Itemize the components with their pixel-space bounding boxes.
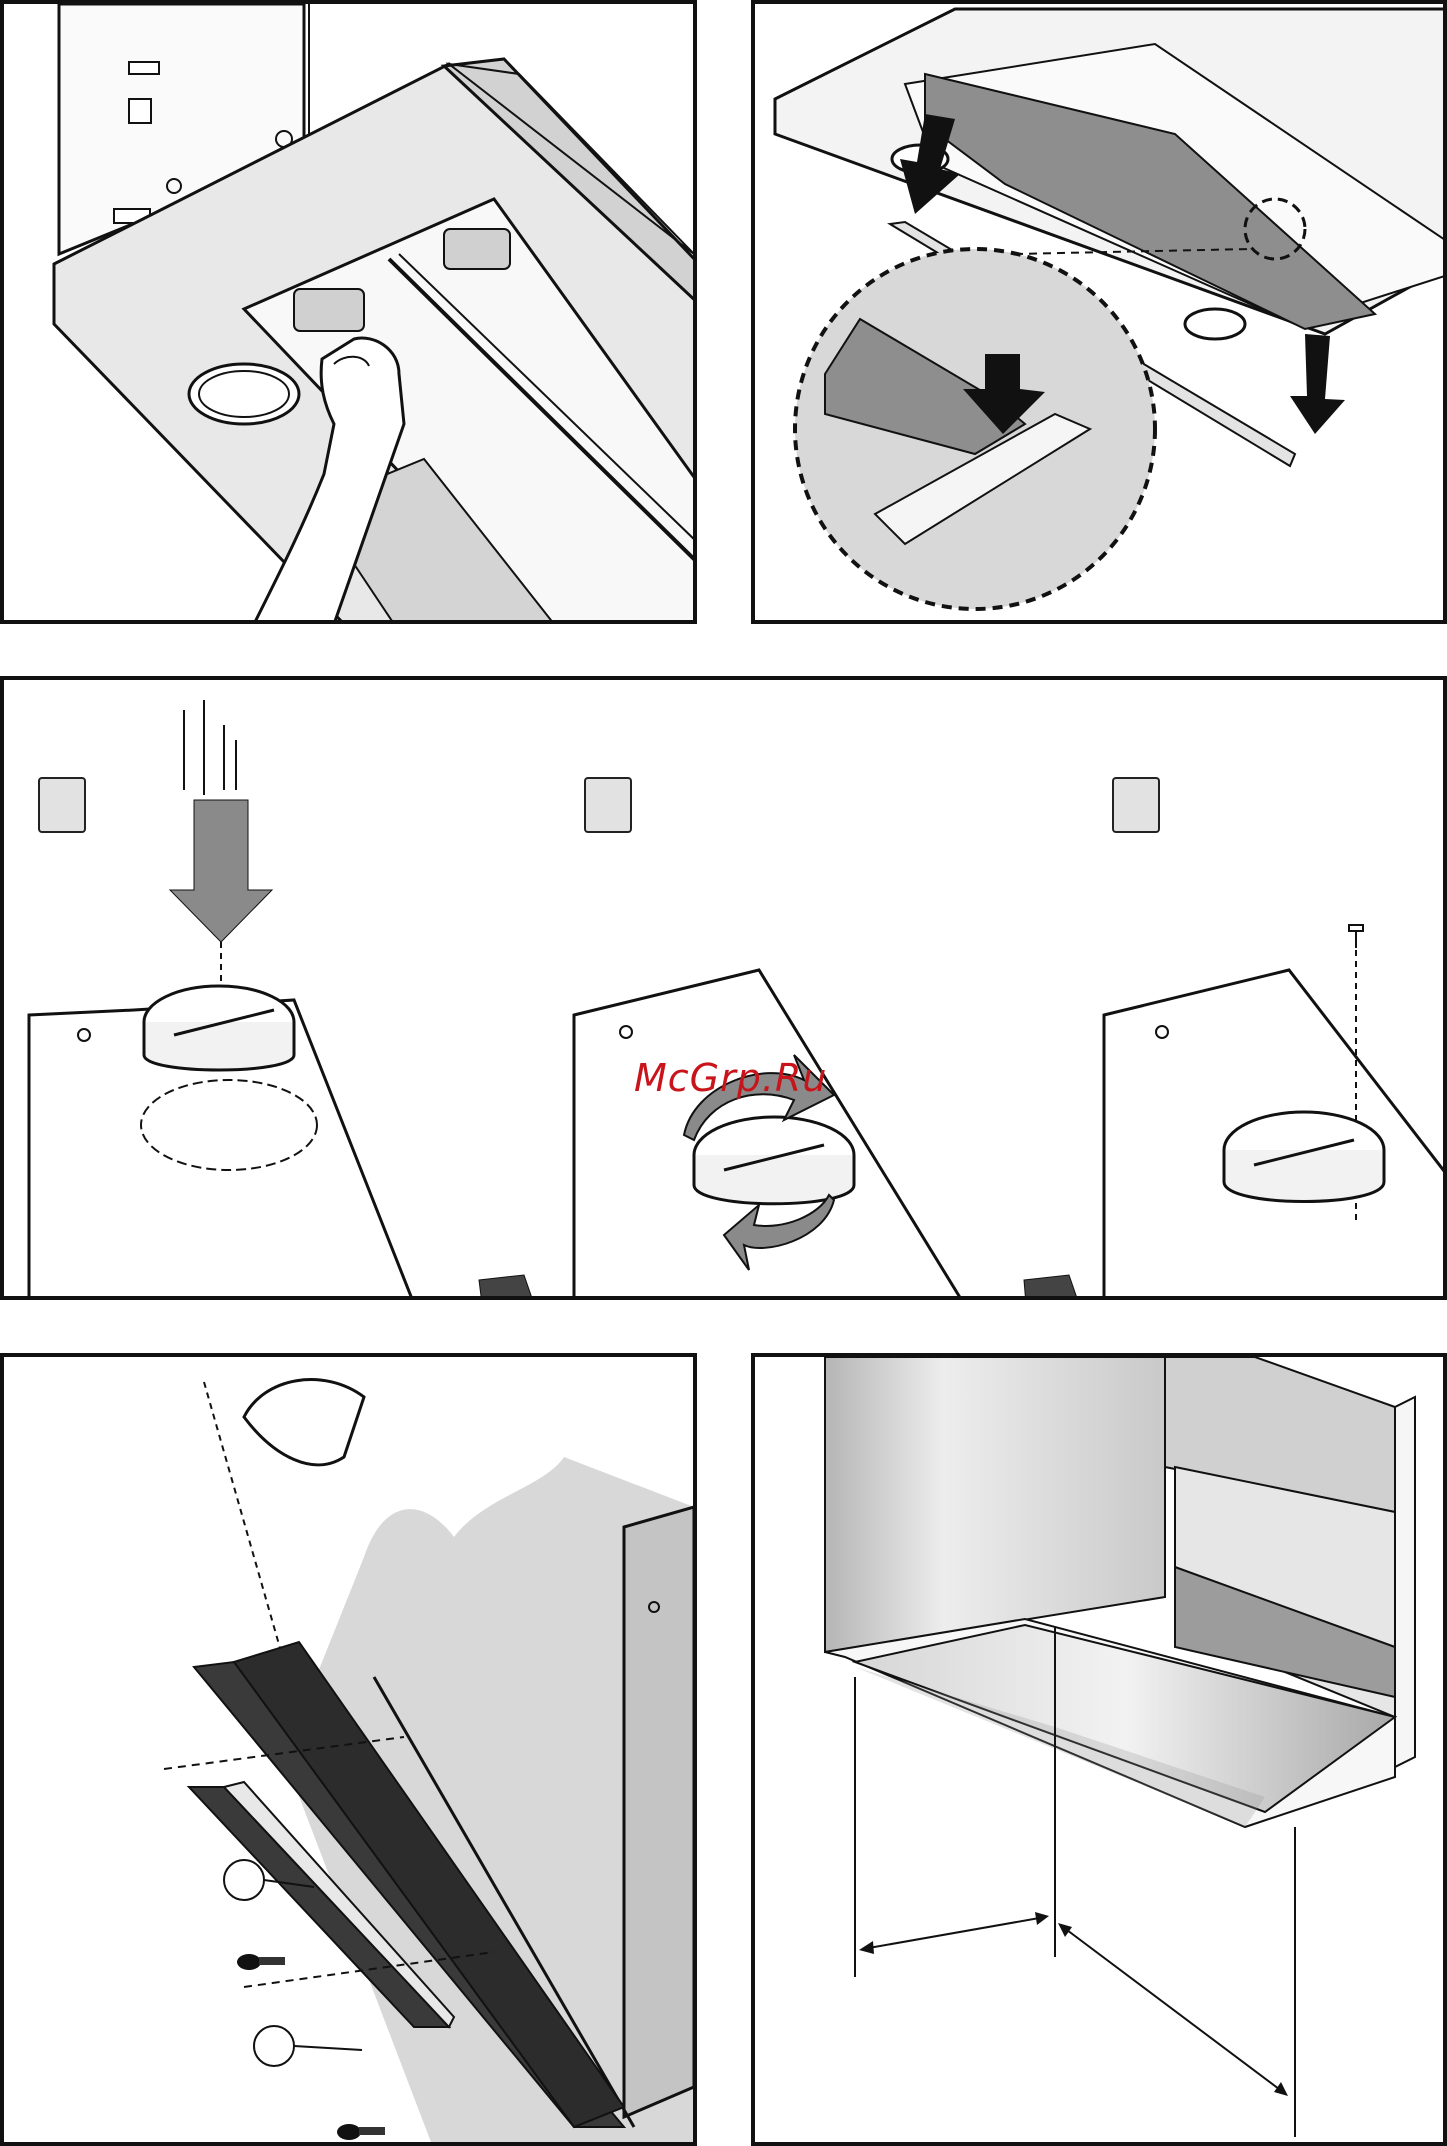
grille-illustration <box>4 1357 697 2146</box>
wall-cabinet <box>825 1357 1415 1827</box>
callout-circle-2 <box>254 2026 294 2066</box>
hood-underside-illustration <box>4 4 697 624</box>
filter-clip <box>294 289 364 331</box>
panel-collar-install: McGrp.Ru <box>0 676 1447 1300</box>
watermark: McGrp.Ru <box>634 1056 827 1100</box>
cabinet-illustration <box>755 1357 1447 2146</box>
collar-ring <box>144 986 294 1070</box>
panel-filter-removal <box>0 0 697 624</box>
hand-icon <box>244 1380 364 1465</box>
panel-cabinet-dimensions <box>751 1353 1447 2146</box>
panel-grille-mount <box>0 1353 697 2146</box>
dimension-arrow-icon <box>859 1912 1288 2096</box>
callout-circle-1 <box>224 1860 264 1900</box>
collar-steps-illustration <box>4 680 1447 1300</box>
screw-icon <box>337 2124 385 2140</box>
drop-arrow-icon <box>170 800 272 942</box>
collar-ring <box>694 1117 854 1204</box>
filter-strip-illustration <box>755 4 1447 624</box>
collar-ring <box>1224 1112 1384 1202</box>
screw-icon <box>1349 925 1363 948</box>
panel-filter-strip <box>751 0 1447 624</box>
screw-icon <box>237 1954 285 1970</box>
